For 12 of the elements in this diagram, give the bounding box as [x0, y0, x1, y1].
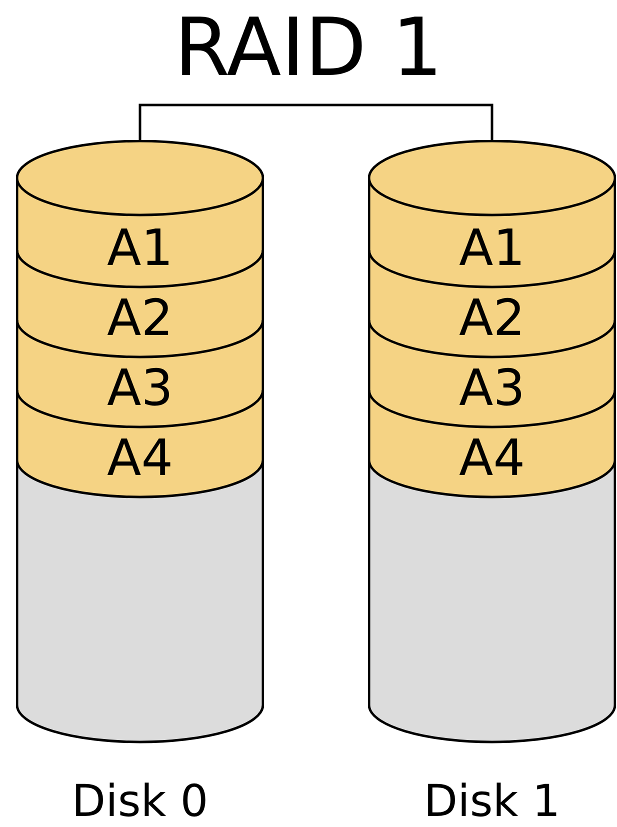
data-block-label: A4	[80, 430, 200, 486]
connector-line	[138, 104, 494, 140]
diagram-title: RAID 1	[173, 0, 444, 96]
disk-label: Disk 0	[70, 776, 210, 827]
data-block-label: A3	[80, 360, 200, 416]
data-block-label: A1	[432, 220, 552, 276]
data-block-label: A2	[80, 290, 200, 346]
data-block-label: A2	[432, 290, 552, 346]
data-block-label: A3	[432, 360, 552, 416]
data-block-label: A1	[80, 220, 200, 276]
disk-label: Disk 1	[422, 776, 562, 827]
data-block-label: A4	[432, 430, 552, 486]
